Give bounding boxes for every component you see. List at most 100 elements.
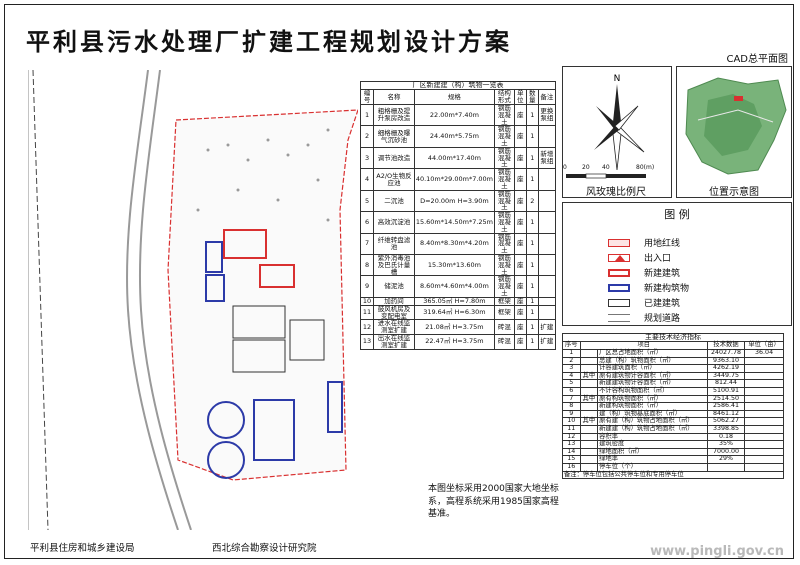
land-red-line (167, 109, 358, 481)
econ-table-cell (744, 394, 784, 404)
building-table-cell: 11 (359, 304, 375, 321)
building-table-cell: 细格栅及曝气沉砂池 (373, 125, 415, 148)
building-table-cell: 44.00m*17.40m (413, 146, 496, 170)
econ-table-cell: 其中 (579, 394, 599, 404)
building-table-cell: 1 (525, 333, 539, 350)
col-unit: 单位 (513, 89, 527, 105)
building-table-cell: 座 (513, 211, 527, 234)
building-table-cell: 1 (525, 232, 539, 256)
econ-table-cell (579, 356, 599, 366)
building-table-cell (537, 275, 557, 298)
building-table-cell: 钢筋混凝土 (494, 275, 515, 298)
building-table-cell: 1 (525, 103, 539, 127)
building-table-cell: 22.47㎡ H=3.75m (413, 333, 496, 350)
legend-red-line-label: 用地红线 (644, 239, 681, 249)
building-table-cell: 319.64㎡ H=6.30m (413, 304, 496, 321)
econ-table-cell (744, 371, 784, 381)
econ-table-cell (744, 387, 784, 396)
scale-20: 20 (582, 164, 590, 171)
building-table-cell: 座 (513, 304, 527, 321)
coordinate-note: 本图坐标采用2000国家大地坐标系，高程系统采用1985国家高程基准。 (428, 484, 559, 520)
building-table-cell: 座 (513, 296, 527, 306)
econ-table-cell (744, 432, 784, 442)
existing-building-1 (232, 305, 286, 339)
building-table-cell: 8.60m*4.60m*4.00m (413, 275, 496, 298)
econ-table-cell (706, 463, 746, 472)
building-table-cell (537, 304, 557, 321)
scale-40: 40 (602, 164, 610, 171)
footer-left: 平利县住房和城乡建设局 (30, 543, 135, 554)
existing-building-2 (232, 339, 286, 373)
building-table-cell: 新增泵组 (537, 146, 557, 170)
building-table-header: 编号 名称 规格 结构形式 单位 数量 备注 (359, 89, 557, 105)
econ-table-cell: 新建建（构）筑物占地面积（㎡） (597, 425, 708, 434)
scale-80: 80(m) (636, 164, 655, 171)
econ-table-cell (744, 364, 784, 373)
building-table-cell: 1 (525, 211, 539, 234)
building-table-cell: 钢筋混凝土 (494, 146, 515, 170)
building-table-cell: 粗格栅及提升泵房改造 (373, 103, 415, 127)
building-table-cell: A2/O生物反应池 (373, 168, 415, 191)
wind-rose-label: 风玫瑰比例尺 (586, 187, 646, 198)
watermark: www.pingli.gov.cn (650, 544, 784, 559)
building-table-cell: 钢筋混凝土 (494, 125, 515, 148)
econ-table-cell (744, 356, 784, 366)
legend-entrance: 出入口 (608, 251, 671, 264)
econ-table-cell: 29% (706, 455, 746, 465)
econ-table-cell (744, 379, 784, 388)
building-table-cell: 2 (525, 189, 539, 213)
econ-table-cell (579, 348, 599, 358)
econ-table-cell (579, 379, 599, 388)
econ-table-cell (744, 463, 784, 472)
building-table-cell: 钢筋混凝土 (494, 254, 515, 277)
col-qty: 数量 (525, 89, 539, 105)
building-table-cell: 座 (513, 103, 527, 127)
cad-label: CAD总平面图 (726, 54, 788, 65)
building-table-cell: 1 (525, 168, 539, 191)
econ-table-cell (744, 455, 784, 465)
building-table-cell (537, 296, 557, 306)
building-table-cell: 储泥池 (373, 275, 415, 298)
new-structure-4 (327, 381, 343, 433)
econ-table-cell (744, 447, 784, 457)
building-table-cell: 1 (525, 304, 539, 321)
econ-table-cell: 11 (562, 425, 581, 434)
building-table-cell: 1 (525, 125, 539, 148)
building-table-cell (537, 232, 557, 256)
building-table-cell: 座 (513, 232, 527, 256)
col-no: 编号 (359, 89, 375, 105)
legend-new-structure: 新建构筑物 (608, 281, 689, 294)
building-table-cell: 8.40m*8.30m*4.20m (413, 232, 496, 256)
new-structure-1 (205, 241, 223, 273)
secondary-clarifier-1 (207, 401, 245, 439)
new-structure-2 (205, 274, 225, 302)
building-table-cell: 钢筋混凝土 (494, 168, 515, 191)
drawing-frame (4, 4, 794, 559)
building-table-cell: 5 (359, 189, 375, 213)
legend-existing-building-label: 已建建筑 (644, 299, 681, 309)
legend-existing-building: 已建建筑 (608, 296, 680, 309)
building-table-cell: 365.05㎡ H=7.80m (413, 296, 496, 306)
econ-table-cell: 1 (562, 348, 581, 358)
building-table-cell: 40.10m*29.00m*7.00m (413, 168, 496, 191)
new-structure-3 (253, 399, 295, 461)
building-table-cell: 钢筋混凝土 (494, 211, 515, 234)
site-trees (196, 128, 330, 222)
econ-table-cell: 其中 (579, 417, 599, 427)
wind-rose: N (594, 74, 645, 171)
econ-table-cell: 36.04 (744, 348, 784, 358)
site-plan (28, 70, 358, 530)
